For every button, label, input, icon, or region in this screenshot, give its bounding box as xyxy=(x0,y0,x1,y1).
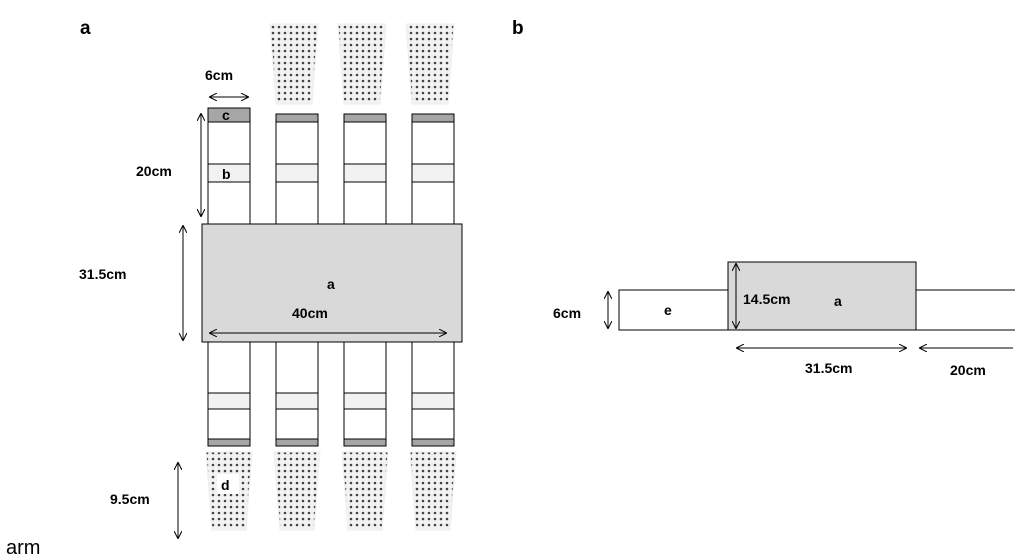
dim-side-center-length-text: 31.5cm xyxy=(805,360,852,376)
band-bottom-1 xyxy=(207,392,251,410)
label-cup-d: d xyxy=(221,477,230,493)
band-bottom-3 xyxy=(343,392,387,410)
band-bottom-4 xyxy=(411,392,455,410)
label-cap-c: c xyxy=(222,107,230,123)
cap-bottom-1 xyxy=(207,438,251,447)
label-center-a: a xyxy=(327,276,335,292)
cup-top-2 xyxy=(269,23,319,105)
cap-c xyxy=(207,107,251,123)
side-arm-e xyxy=(618,289,730,331)
band-top-3 xyxy=(343,163,387,183)
cup-top-4 xyxy=(405,23,455,105)
cap-bottom-4 xyxy=(411,438,455,447)
label-band-b: b xyxy=(222,166,231,182)
band-top-4 xyxy=(411,163,455,183)
band-b xyxy=(207,163,251,183)
dim-arm-length-text: 20cm xyxy=(136,163,172,179)
cap-bottom-3 xyxy=(343,438,387,447)
cup-bottom-2 xyxy=(273,451,321,531)
panel-a-label: a xyxy=(80,18,91,39)
cap-top-2 xyxy=(275,113,319,123)
cap-top-3 xyxy=(343,113,387,123)
dim-side-center-height-text: 14.5cm xyxy=(743,291,790,307)
cup-bottom-4 xyxy=(409,451,457,531)
caption-fragment: arm xyxy=(6,537,40,558)
cap-top-4 xyxy=(411,113,455,123)
bottom-cups xyxy=(205,451,457,531)
cup-bottom-3 xyxy=(341,451,389,531)
band-bottom-2 xyxy=(275,392,319,410)
cap-bottom-2 xyxy=(275,438,319,447)
cup-top-3 xyxy=(337,23,387,105)
band-top-2 xyxy=(275,163,319,183)
side-center-a xyxy=(727,261,917,331)
label-arm-e: e xyxy=(664,302,672,318)
dim-cup-height-text: 9.5cm xyxy=(110,491,150,507)
label-cup-bg xyxy=(217,474,239,494)
dim-center-height-text: 31.5cm xyxy=(79,266,126,282)
top-arms xyxy=(207,107,455,225)
label-side-center-a: a xyxy=(834,293,842,309)
panel-b-label: b xyxy=(512,18,524,39)
dim-center-width-text: 40cm xyxy=(292,305,328,321)
dim-side-arm-length-text: 20cm xyxy=(950,362,986,378)
dim-side-arm-height-text: 6cm xyxy=(553,305,581,321)
bottom-arms xyxy=(207,341,455,447)
center-area-a xyxy=(201,223,463,343)
top-cups xyxy=(269,23,455,105)
side-arm-right xyxy=(915,289,1015,331)
dim-arm-width-text: 6cm xyxy=(205,67,233,83)
